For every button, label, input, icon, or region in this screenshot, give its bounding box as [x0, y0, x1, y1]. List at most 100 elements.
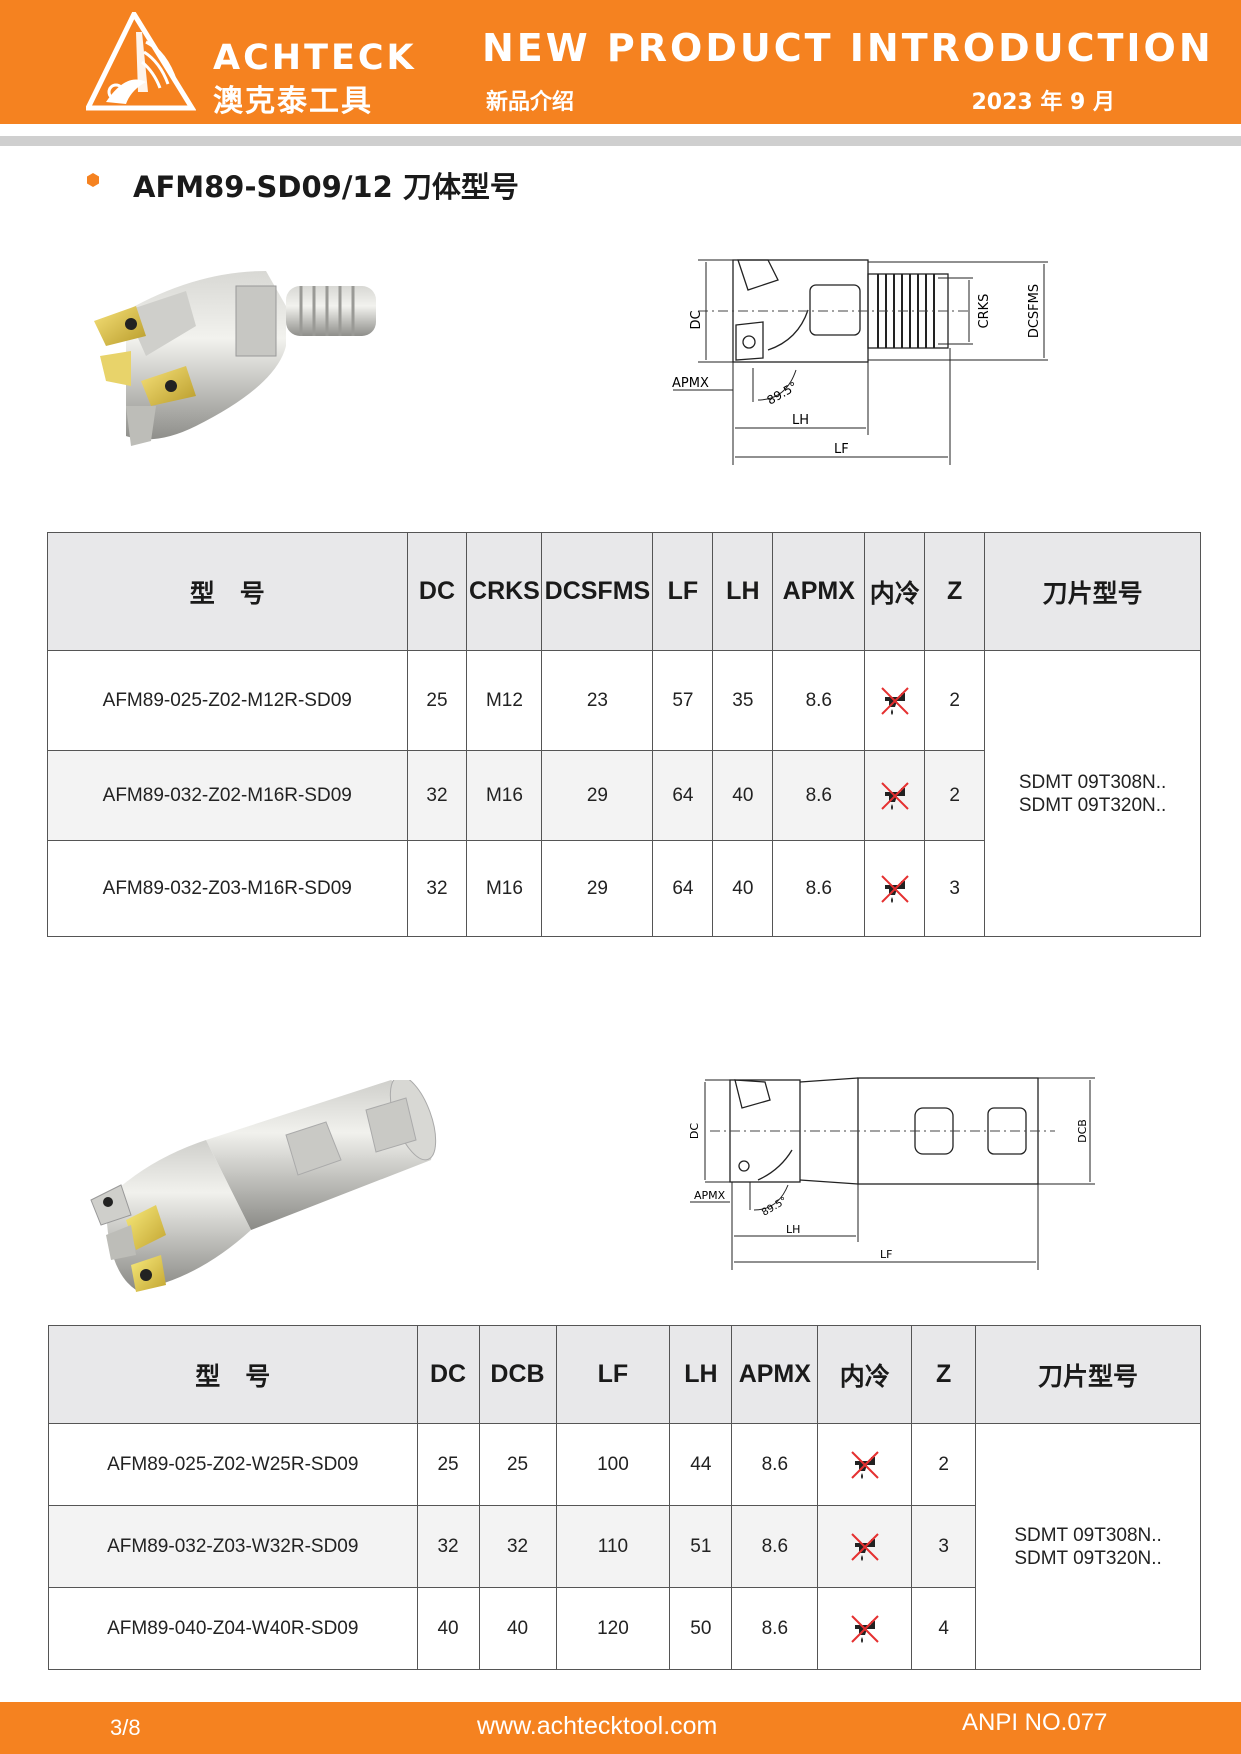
dim-lf-label: LF — [834, 442, 849, 457]
header-banner: ACHTECK 澳克泰工具 NEW PRODUCT INTRODUCTION 新… — [0, 0, 1241, 124]
coolant-cell — [864, 650, 926, 751]
anpi-number: ANPI NO.077 — [962, 1709, 1108, 1736]
insert-type-2: SDMT 09T320N.. — [1014, 1547, 1162, 1569]
lh-cell: 50 — [669, 1587, 733, 1670]
no-internal-coolant-icon — [881, 874, 909, 903]
insert-type-cell: SDMT 09T308N.. SDMT 09T320N.. — [984, 650, 1201, 937]
insert-type-1: SDMT 09T308N.. — [1014, 1524, 1162, 1546]
lf-cell: 64 — [652, 840, 714, 937]
insert-type-cell: SDMT 09T308N.. SDMT 09T320N.. — [975, 1423, 1201, 1670]
spec-table-shank: 型 号 DC DCB LF LH APMX 内冷 Z 刀片型号 AFM89-02… — [48, 1325, 1201, 1670]
table-row: AFM89-032-Z03-W32R-SD09 32 32 110 51 8.6… — [48, 1505, 1201, 1588]
z-cell: 3 — [924, 840, 986, 937]
crks-cell: M16 — [466, 750, 543, 841]
page-title: NEW PRODUCT INTRODUCTION — [482, 26, 1214, 70]
col-header: 型 号 — [48, 1325, 418, 1424]
lh-cell: 44 — [669, 1423, 733, 1506]
table-header-row: 型 号 DC DCB LF LH APMX 内冷 Z 刀片型号 — [48, 1325, 1201, 1424]
model-cell: AFM89-025-Z02-W25R-SD09 — [48, 1423, 418, 1506]
shank-mill-drawing: DC DCB APMX 89.5° LH LF — [690, 1077, 1095, 1270]
page-number: 3/8 — [110, 1715, 141, 1740]
col-header: 内冷 — [864, 532, 926, 651]
col-header: DC — [416, 1325, 480, 1424]
coolant-cell — [864, 750, 926, 841]
dcsfms-cell: 23 — [541, 650, 654, 751]
lf-cell: 120 — [555, 1587, 671, 1670]
dim-dcsfms-label: DCSFMS — [1027, 284, 1042, 338]
dim-lh-label: LH — [792, 413, 809, 428]
dim-angle-label: 89.5° — [760, 1195, 789, 1218]
col-header: LF — [652, 532, 714, 651]
dim-crks-label: CRKS — [977, 294, 992, 329]
crks-cell: M16 — [466, 840, 543, 937]
col-header: Z — [911, 1325, 977, 1424]
no-internal-coolant-icon — [851, 1450, 879, 1479]
col-header: LH — [669, 1325, 733, 1424]
z-cell: 2 — [924, 750, 986, 841]
dim-apmx-label: APMX — [672, 376, 709, 391]
dc-cell: 25 — [406, 650, 468, 751]
z-cell: 3 — [911, 1505, 977, 1588]
col-header: DCSFMS — [541, 532, 654, 651]
brand-name-cn: 澳克泰工具 — [213, 84, 373, 119]
insert-type-1: SDMT 09T308N.. — [1018, 771, 1167, 793]
website-link[interactable]: www.achtecktool.com — [477, 1712, 718, 1740]
no-internal-coolant-icon — [881, 686, 909, 715]
insert-type-2: SDMT 09T320N.. — [1018, 794, 1167, 816]
dim-dc-label: DC — [689, 310, 704, 329]
col-header: DCB — [478, 1325, 557, 1424]
apmx-cell: 8.6 — [731, 1423, 819, 1506]
col-header: 内冷 — [817, 1325, 913, 1424]
dc-cell: 32 — [416, 1505, 480, 1588]
dc-cell: 40 — [416, 1587, 480, 1670]
col-header: CRKS — [466, 532, 543, 651]
model-cell: AFM89-040-Z04-W40R-SD09 — [48, 1587, 418, 1670]
z-cell: 4 — [911, 1587, 977, 1670]
spec-table-screw-in: 型 号 DC CRKS DCSFMS LF LH APMX 内冷 Z 刀片型号 … — [47, 532, 1201, 937]
dcb-cell: 40 — [478, 1587, 557, 1670]
z-cell: 2 — [924, 650, 986, 751]
col-header: DC — [406, 532, 468, 651]
table-row: AFM89-040-Z04-W40R-SD09 40 40 120 50 8.6… — [48, 1587, 1201, 1670]
dc-cell: 32 — [406, 840, 468, 937]
apmx-cell: 8.6 — [731, 1587, 819, 1670]
apmx-cell: 8.6 — [731, 1505, 819, 1588]
apmx-cell: 8.6 — [772, 750, 866, 841]
shank-mill-photo — [90, 1080, 437, 1292]
col-header: APMX — [772, 532, 866, 651]
dc-cell: 25 — [416, 1423, 480, 1506]
lf-cell: 110 — [555, 1505, 671, 1588]
table-row: AFM89-025-Z02-M12R-SD09 25 M12 23 57 35 … — [47, 650, 1201, 937]
dim-apmx-label: APMX — [694, 1189, 726, 1202]
dcsfms-cell: 29 — [541, 840, 654, 937]
lf-cell: 100 — [555, 1423, 671, 1506]
lh-cell: 40 — [712, 840, 774, 937]
dim-dc-label: DC — [690, 1123, 701, 1139]
achteck-logo-icon — [86, 12, 196, 111]
lh-cell: 35 — [712, 650, 774, 751]
dim-lf-label: LF — [880, 1248, 892, 1261]
header-divider — [0, 136, 1241, 146]
table-row: AFM89-025-Z02-W25R-SD09 25 25 100 44 8.6… — [48, 1423, 1201, 1670]
publication-date: 2023 年 9 月 — [971, 90, 1115, 115]
table-header-row: 型 号 DC CRKS DCSFMS LF LH APMX 内冷 Z 刀片型号 — [47, 532, 1201, 651]
dcb-cell: 32 — [478, 1505, 557, 1588]
table-row: AFM89-032-Z02-M16R-SD09 32 M16 29 64 40 … — [47, 750, 1201, 841]
col-header: LF — [555, 1325, 671, 1424]
footer-bar: 3/8 www.achtecktool.com ANPI NO.077 — [0, 1702, 1241, 1754]
crks-cell: M12 — [466, 650, 543, 751]
lh-cell: 40 — [712, 750, 774, 841]
dim-angle-label: 89.5° — [765, 379, 800, 407]
table-row: AFM89-032-Z03-M16R-SD09 32 M16 29 64 40 … — [47, 840, 1201, 937]
page-subtitle: 新品介绍 — [486, 90, 575, 115]
apmx-cell: 8.6 — [772, 650, 866, 751]
coolant-cell — [817, 1423, 913, 1506]
coolant-cell — [864, 840, 926, 937]
coolant-cell — [817, 1587, 913, 1670]
dim-lh-label: LH — [786, 1223, 800, 1236]
no-internal-coolant-icon — [851, 1614, 879, 1643]
col-header: Z — [924, 532, 986, 651]
model-cell: AFM89-032-Z03-W32R-SD09 — [48, 1505, 418, 1588]
model-cell: AFM89-032-Z02-M16R-SD09 — [47, 750, 408, 841]
screw-in-mill-drawing: DC CRKS DCSFMS APMX 89.5° LH LF — [672, 259, 1048, 465]
